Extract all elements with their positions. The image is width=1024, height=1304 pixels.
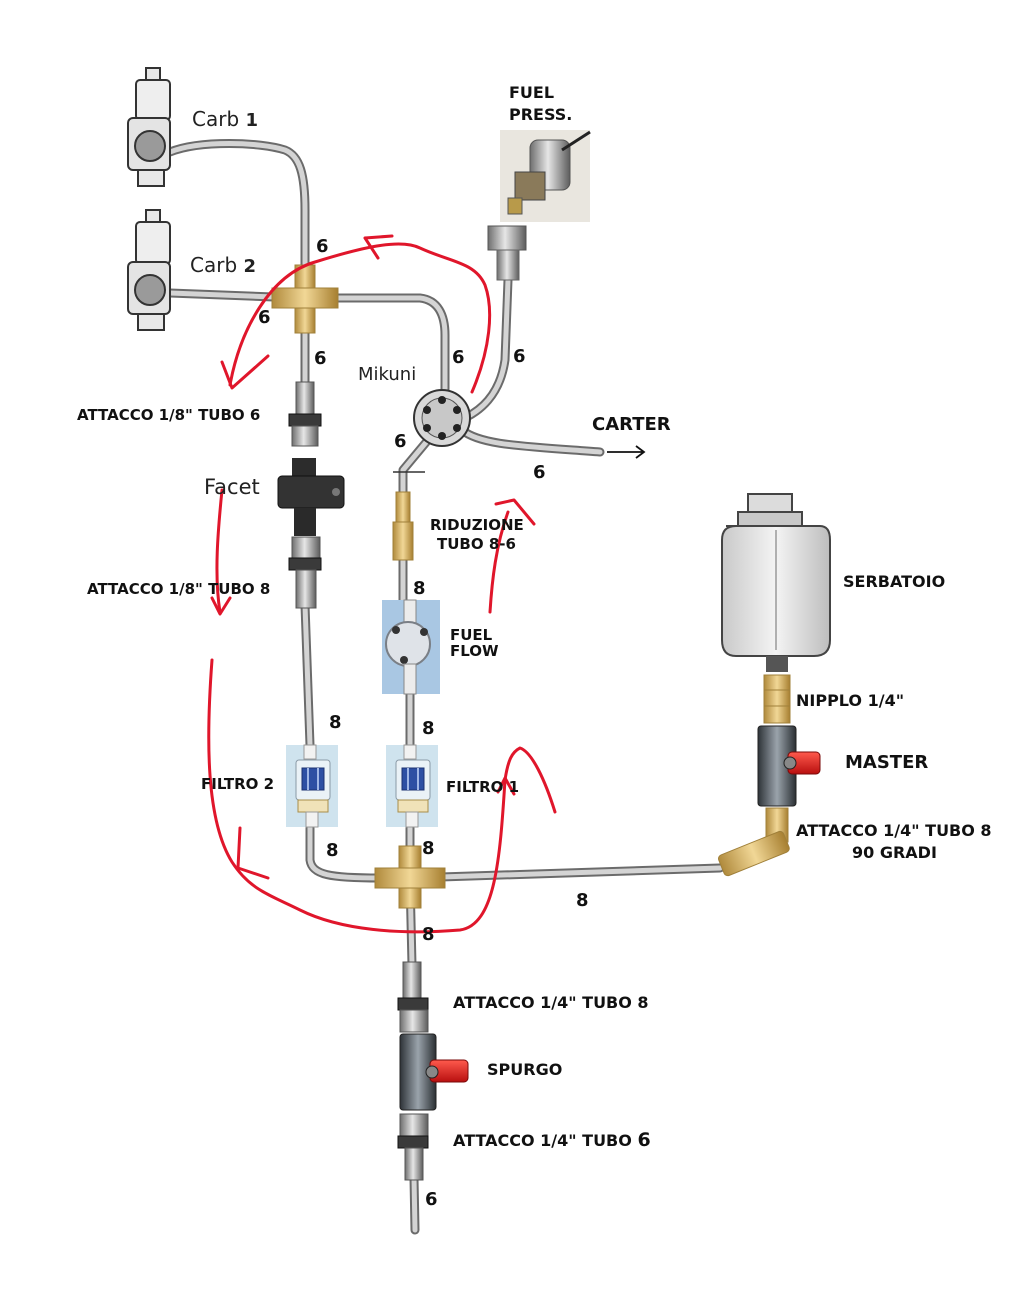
label-fuel-press-1: FUEL <box>509 83 554 102</box>
mikuni-pump-icon <box>393 389 471 473</box>
size-mikuni-carter: 6 <box>533 462 546 483</box>
label-attacco-14-90-1: ATTACCO 1/4" TUBO 8 <box>796 821 992 840</box>
label-riduzione-1: RIDUZIONE <box>430 516 524 534</box>
size-tee-to-facet: 6 <box>314 348 327 369</box>
fitting-attacco-18-tubo8-icon <box>288 536 322 609</box>
label-attacco-18-tubo8: ATTACCO 1/8" TUBO 8 <box>87 580 270 598</box>
size-filtro2-bottom: 8 <box>326 840 339 861</box>
size-filtro1-top: 8 <box>422 718 435 739</box>
flow-arrow-left-down <box>215 488 224 614</box>
size-drain-top: 8 <box>422 924 435 945</box>
label-attacco-14-90-2: 90 GRADI <box>852 843 937 862</box>
label-filtro1: FILTRO 1 <box>446 778 519 796</box>
label-filtro2: FILTRO 2 <box>201 775 274 793</box>
fitting-attacco-14-tubo6-icon <box>397 1113 429 1181</box>
fitting-attacco-18-tubo6-icon <box>288 381 322 447</box>
size-drain-bottom: 6 <box>425 1189 438 1210</box>
flow-arrow-top-loop <box>228 242 492 394</box>
size-tank-line: 8 <box>576 890 589 911</box>
label-fuel-flow-2: FLOW <box>450 642 499 660</box>
size-flow-in: 8 <box>413 578 426 599</box>
label-spurgo: SPURGO <box>487 1060 562 1079</box>
lower-tee-fitting <box>374 845 446 909</box>
fuel-pressure-sender-icon <box>487 130 591 281</box>
spurgo-valve-icon <box>399 1033 469 1111</box>
flow-arrow-carter <box>607 445 646 459</box>
reducer-fitting-icon <box>392 491 414 561</box>
filtro2-icon <box>286 744 338 828</box>
size-filtro1-bottom: 8 <box>422 838 435 859</box>
upper-tee-fitting <box>271 264 339 334</box>
serbatoio-tank-icon <box>721 493 831 672</box>
flow-arrow-up-mikuni <box>488 510 510 614</box>
size-tee-to-mikuni: 6 <box>452 347 465 368</box>
label-nipplo: NIPPLO 1/4" <box>796 691 904 710</box>
size-carb2-to-tee: 6 <box>258 307 271 328</box>
label-fuel-press-2: PRESS. <box>509 105 572 124</box>
label-serbatoio: SERBATOIO <box>843 572 945 591</box>
facet-pump-icon <box>277 458 345 536</box>
hose-size-labels: 6 6 6 6 6 6 6 8 8 8 8 8 8 8 6 <box>258 236 589 1210</box>
filtro1-icon <box>386 744 438 828</box>
label-mikuni: Mikuni <box>358 364 416 385</box>
label-attacco-18-tubo6: ATTACCO 1/8" TUBO 6 <box>77 406 260 424</box>
master-valve-icon <box>757 725 821 807</box>
size-carb1-to-tee: 6 <box>316 236 329 257</box>
label-carb2: Carb 2 <box>190 253 256 277</box>
carb2-icon <box>127 209 171 331</box>
fuel-flow-meter-icon <box>382 599 440 695</box>
fitting-attacco-14-tubo8-icon <box>397 961 429 1033</box>
label-master: MASTER <box>845 752 928 773</box>
label-attacco-14-tubo6: ATTACCO 1/4" TUBO 6 <box>453 1129 651 1151</box>
label-facet: Facet <box>204 475 260 499</box>
size-filtro2-top: 8 <box>329 712 342 733</box>
label-riduzione-2: TUBO 8-6 <box>437 535 516 553</box>
carb1-icon <box>127 67 171 187</box>
label-attacco-14-tubo8: ATTACCO 1/4" TUBO 8 <box>453 993 649 1012</box>
size-mikuni-out: 6 <box>394 431 407 452</box>
flow-arrow-loop-bottom <box>207 658 557 934</box>
size-press-line: 6 <box>513 346 526 367</box>
elbow-fitting-90-icon <box>718 807 790 877</box>
hose-fuel-pressure <box>455 275 513 425</box>
label-carter: CARTER <box>592 414 671 435</box>
label-carb1: Carb 1 <box>192 107 258 131</box>
flow-arrows <box>207 234 646 934</box>
label-fuel-flow-1: FUEL <box>450 626 493 644</box>
labels: Carb 1 Carb 2 FUEL PRESS. Mikuni CARTER … <box>77 83 992 1151</box>
nipplo-fitting-icon <box>763 674 791 724</box>
